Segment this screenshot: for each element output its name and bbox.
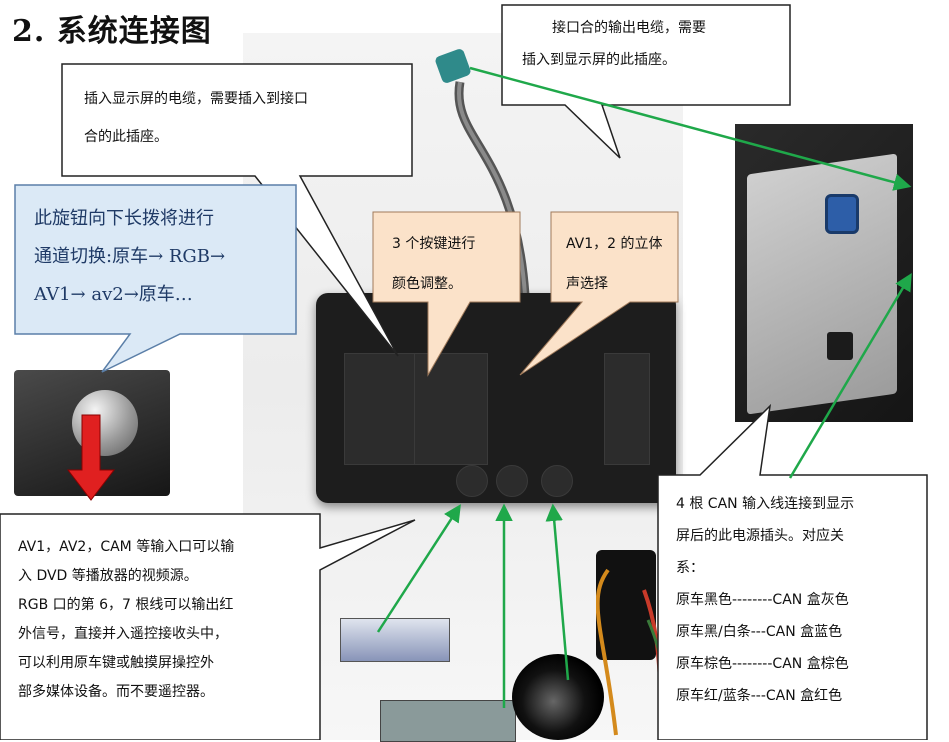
callout-display-cable-line1: 插入显示屏的电缆，需要插入到接口 xyxy=(84,91,308,107)
callout-inputs-line6: 部多媒体设备。而不要遥控器。 xyxy=(18,684,214,700)
callout-knob: 此旋钮向下长拨将进行 通道切换:原车→ RGB→ AV1→ av2→原车… xyxy=(34,200,225,314)
callout-av: AV1，2 的立体 声选择 xyxy=(566,224,663,304)
callout-can-line1: 4 根 CAN 输入线连接到显示 xyxy=(676,496,855,512)
callout-av-line1: AV1，2 的立体 xyxy=(566,236,663,252)
callout-can-line7: 原车红/蓝条---CAN 盒红色 xyxy=(676,688,843,704)
power-socket xyxy=(827,332,853,360)
callout-can: 4 根 CAN 输入线连接到显示 屏后的此电源插头。对应关 系： 原车黑色---… xyxy=(676,488,854,712)
callout-inputs-line2: 入 DVD 等播放器的视频源。 xyxy=(18,568,198,584)
callout-can-line4: 原车黑色--------CAN 盒灰色 xyxy=(676,592,849,608)
callout-inputs-line5: 可以利用原车键或触摸屏操控外 xyxy=(18,655,214,671)
dvd-player-photo xyxy=(340,618,450,662)
callout-can-line6: 原车棕色--------CAN 盒棕色 xyxy=(676,656,849,672)
callout-buttons: 3 个按键进行 颜色调整。 xyxy=(392,224,475,304)
av-device-photo xyxy=(380,700,516,742)
display-rear-photo xyxy=(735,124,913,422)
callout-buttons-line1: 3 个按键进行 xyxy=(392,236,476,252)
callout-can-line3: 系： xyxy=(676,560,704,576)
callout-display-cable-line2: 合的此插座。 xyxy=(84,129,168,145)
callout-knob-line3: AV1→ av2→原车… xyxy=(34,284,193,305)
callout-inputs-line1: AV1，AV2，CAM 等输入口可以输 xyxy=(18,539,235,555)
callout-display-cable: 插入显示屏的电缆，需要插入到接口 合的此插座。 xyxy=(84,80,308,156)
can-module-photo xyxy=(596,550,656,660)
callout-av-line2: 声选择 xyxy=(566,276,608,292)
display-input-socket xyxy=(825,194,859,234)
callout-output-cable-line2: 插入到显示屏的此插座。 xyxy=(522,52,676,68)
callout-inputs-line4: 外信号，直接并入遥控接收头中， xyxy=(18,626,228,642)
callout-buttons-line2: 颜色调整。 xyxy=(392,276,462,292)
page-title: 2. 系统连接图 xyxy=(12,14,212,49)
camera-photo xyxy=(512,654,604,740)
callout-output-cable-line1: 接口合的输出电缆，需要 xyxy=(552,20,706,36)
callout-inputs: AV1，AV2，CAM 等输入口可以输 入 DVD 等播放器的视频源。 RGB … xyxy=(18,533,234,707)
callout-knob-line2: 通道切换:原车→ RGB→ xyxy=(34,246,226,267)
callout-can-line5: 原车黑/白条---CAN 盒蓝色 xyxy=(676,624,843,640)
interface-box-device xyxy=(316,293,676,503)
callout-output-cable: 接口合的输出电缆，需要 插入到显示屏的此插座。 xyxy=(522,12,706,76)
callout-inputs-line3: RGB 口的第 6，7 根线可以输出红 xyxy=(18,597,234,613)
callout-knob-line1: 此旋钮向下长拨将进行 xyxy=(34,208,214,229)
callout-can-line2: 屏后的此电源插头。对应关 xyxy=(676,528,844,544)
